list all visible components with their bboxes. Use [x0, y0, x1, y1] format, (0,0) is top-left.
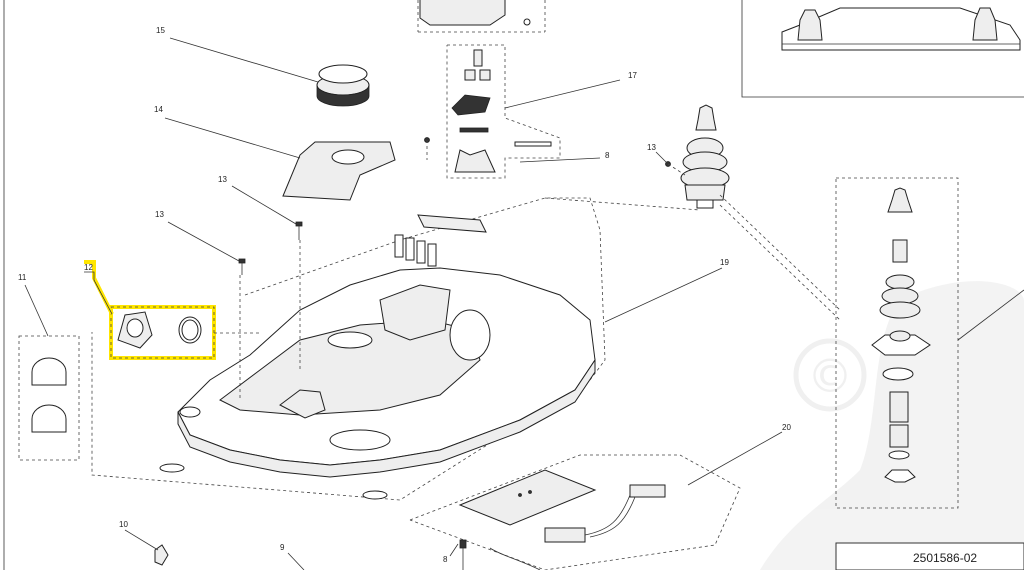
callout-12: 12: [84, 263, 93, 272]
title-block: 2501586-02: [835, 542, 1024, 570]
control-panel-part: [282, 141, 396, 201]
screw-13-mid: [295, 221, 303, 240]
callout-14: 14: [154, 105, 163, 114]
callout-19: 19: [720, 258, 729, 267]
screw-8-lower: [459, 539, 467, 570]
callout-11: 11: [18, 273, 27, 282]
inset-view: [741, 0, 1024, 98]
callout-15: 15: [156, 26, 165, 35]
base-foot-left: [159, 463, 185, 473]
callout-20: 20: [782, 423, 791, 432]
top-partial-part: [417, 0, 546, 33]
joystick-assembly: [680, 104, 730, 209]
base-foot-right: [362, 490, 388, 500]
cable-lower: [489, 547, 541, 570]
callout-8-lower: 8: [443, 555, 448, 564]
clip-10: [154, 544, 169, 566]
callout-13-right: 13: [647, 143, 656, 152]
callout-17: 17: [628, 71, 637, 80]
pcb-20: [409, 454, 741, 570]
callout-13-left: 13: [155, 210, 164, 219]
screw-13-left: [238, 258, 246, 275]
knob-part: [316, 64, 370, 107]
callout-10: 10: [119, 520, 128, 529]
drawing-number: 2501586-02: [913, 551, 977, 565]
kit-17-box: [446, 44, 561, 179]
joystick-exploded-column: [835, 177, 959, 509]
watermark-symbol: ©: [807, 349, 853, 403]
callout-9: 9: [280, 543, 285, 552]
seal-12-highlight: [84, 260, 260, 360]
callout-13-mid: 13: [218, 175, 227, 184]
caps-11-box: [18, 335, 80, 461]
pin-set: [394, 214, 487, 267]
base-housing: [177, 267, 596, 478]
callout-8-upper: 8: [605, 151, 610, 160]
